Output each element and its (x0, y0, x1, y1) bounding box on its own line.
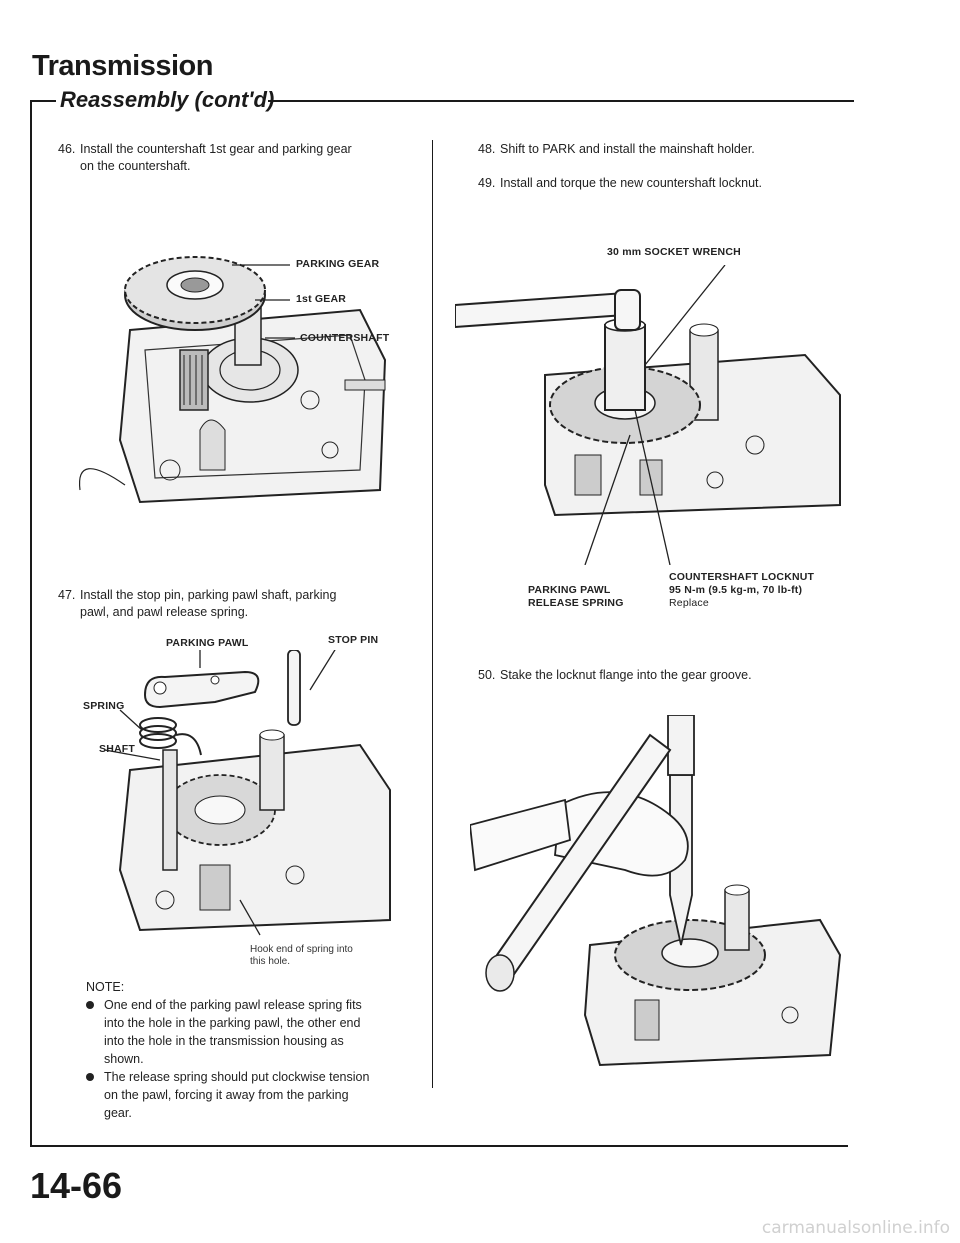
locknut-torque: 95 N-m (9.5 kg-m, 70 lb-ft) (669, 584, 803, 596)
step-49-text: Install and torque the new countershaft … (500, 176, 762, 190)
callout-parking-gear: PARKING GEAR (296, 258, 380, 270)
note-b1-line: into the hole in the parking pawl, the o… (104, 1016, 361, 1030)
note-b1-line: One end of the parking pawl release spri… (104, 998, 362, 1012)
figure-parking-gear-install (78, 256, 387, 504)
bullet-icon (86, 1073, 94, 1081)
step-46: 46. Install the countershaft 1st gear and… (58, 141, 428, 175)
note-b2-line: The release spring should put clockwise … (104, 1070, 370, 1084)
hook-note-line-1: Hook end of spring into (250, 944, 353, 955)
note-bullet-2: The release spring should put clockwise … (86, 1068, 426, 1122)
note-b2-line: on the pawl, forcing it away from the pa… (104, 1088, 349, 1102)
step-49-number: 49. (478, 176, 496, 190)
hook-note-line-2: this hole. (250, 956, 291, 967)
step-46-text-1: Install the countershaft 1st gear and pa… (80, 142, 352, 156)
header-rule-left-tick (30, 100, 56, 102)
note-b1-line: shown. (104, 1052, 144, 1066)
step-46-text-2: on the countershaft. (80, 159, 191, 173)
step-50-text: Stake the locknut flange into the gear g… (500, 668, 752, 682)
note-b1-line: into the hole in the transmission housin… (104, 1034, 344, 1048)
step-48-text: Shift to PARK and install the mainshaft … (500, 142, 755, 156)
locknut-replace: Replace (669, 597, 709, 609)
step-49: 49. Install and torque the new countersha… (478, 175, 848, 192)
callout-countershaft: COUNTERSHAFT (300, 332, 390, 344)
watermark: carmanualsonline.info (761, 1218, 950, 1238)
page-title: Transmission (32, 50, 213, 82)
note-block: NOTE: One end of the parking pawl releas… (86, 978, 426, 1122)
bullet-icon (86, 1001, 94, 1009)
callout-pawl-spring: PARKING PAWL RELEASE SPRING (528, 584, 624, 610)
note-b2-line: gear. (104, 1106, 132, 1120)
locknut-label: COUNTERSHAFT LOCKNUT (669, 571, 815, 583)
figure-parking-pawl-install (104, 650, 391, 936)
callout-1st-gear: 1st GEAR (296, 293, 347, 305)
step-46-number: 46. (58, 142, 76, 156)
note-heading: NOTE: (86, 980, 125, 994)
pawl-spring-line-1: PARKING PAWL (528, 584, 611, 596)
step-47-text-1: Install the stop pin, parking pawl shaft… (80, 588, 337, 602)
figure-locknut-torque (455, 265, 841, 565)
callout-spring: SPRING (83, 700, 125, 712)
section-subtitle: Reassembly (cont'd) (60, 87, 275, 112)
header-rule (268, 100, 854, 102)
note-bullet-1: One end of the parking pawl release spri… (86, 996, 426, 1068)
step-47-text-2: pawl, and pawl release spring. (80, 605, 249, 619)
figure-stake-locknut (470, 715, 842, 1067)
callout-locknut: COUNTERSHAFT LOCKNUT 95 N-m (9.5 kg-m, 7… (669, 571, 814, 610)
step-48-number: 48. (478, 142, 496, 156)
callout-shaft: SHAFT (99, 743, 135, 755)
callout-stop-pin: STOP PIN (328, 634, 379, 646)
page-number: 14-66 (30, 1165, 123, 1206)
callout-hook-note: Hook end of spring into this hole. (250, 944, 353, 968)
callout-socket-wrench: 30 mm SOCKET WRENCH (607, 246, 741, 258)
column-divider (432, 140, 433, 1088)
left-margin-rule (30, 100, 32, 1146)
pawl-spring-line-2: RELEASE SPRING (528, 597, 624, 609)
step-48: 48. Shift to PARK and install the mainsha… (478, 141, 848, 158)
step-47: 47. Install the stop pin, parking pawl sh… (58, 587, 428, 621)
step-50-number: 50. (478, 668, 496, 682)
step-47-number: 47. (58, 588, 76, 602)
step-50: 50. Stake the locknut flange into the gea… (478, 667, 848, 684)
callout-parking-pawl: PARKING PAWL (166, 637, 249, 649)
footer-rule (30, 1145, 848, 1147)
